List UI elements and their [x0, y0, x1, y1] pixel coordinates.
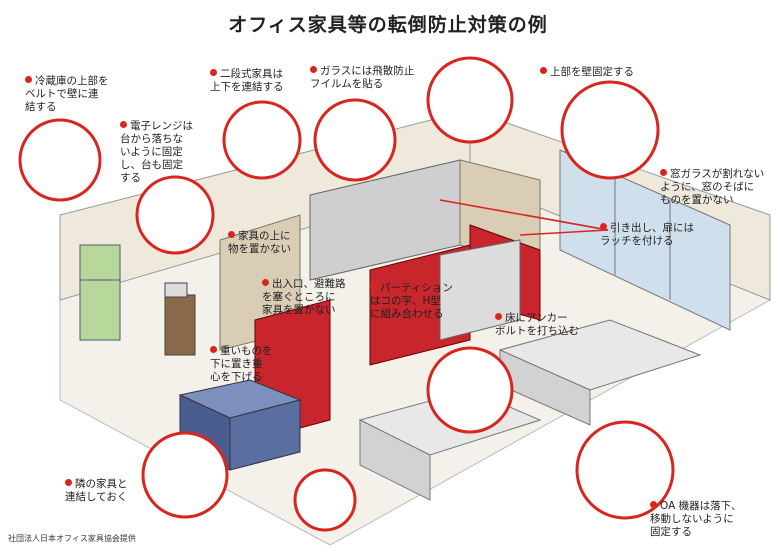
label-partition: パーティション はコの字、H型 に組み合わせる [370, 282, 453, 320]
label-connect: 隣の家具と 連結しておく [65, 478, 128, 503]
page-title: オフィス家具等の転倒防止対策の例 [228, 14, 548, 36]
window [559, 149, 731, 331]
label-wall-fix: 上部を壁固定する [540, 66, 634, 79]
label-window: 窓ガラスが割れない ように、窓のそばに ものを置かない [660, 168, 765, 206]
label-two-tier: 二段式家具は 上下を連結する [210, 68, 284, 93]
leader-lines [439, 199, 609, 236]
label-fridge: 冷蔵庫の上部を ベルトで壁に連 結する [25, 75, 109, 113]
label-oa: OA 機器は落下、 移動しないように 固定する [650, 500, 742, 538]
callout-circles [18, 56, 675, 532]
label-microwave: 電子レンジは 台から落ちな いように固定 し、台も固定 する [120, 120, 193, 184]
label-exit: 出入口、避難路 を塞ぐところに 家具を置かない [262, 278, 346, 316]
credit-text: 社団法人日本オフィス家具協会提供 [8, 534, 136, 543]
microwave-stand [164, 282, 196, 356]
label-latch: 引き出し、扉には ラッチを付ける [600, 222, 694, 247]
label-heavy: 重いものを 下に置き重 心を下げる [210, 345, 273, 383]
label-glass-film: ガラスには飛散防止 フイルムを貼る [310, 65, 415, 90]
label-anchor: 床にアンカー ボルトを打ち込む [495, 312, 579, 337]
label-no-top: 家具の上に 物を置かない [228, 230, 291, 255]
fridge [79, 244, 121, 341]
